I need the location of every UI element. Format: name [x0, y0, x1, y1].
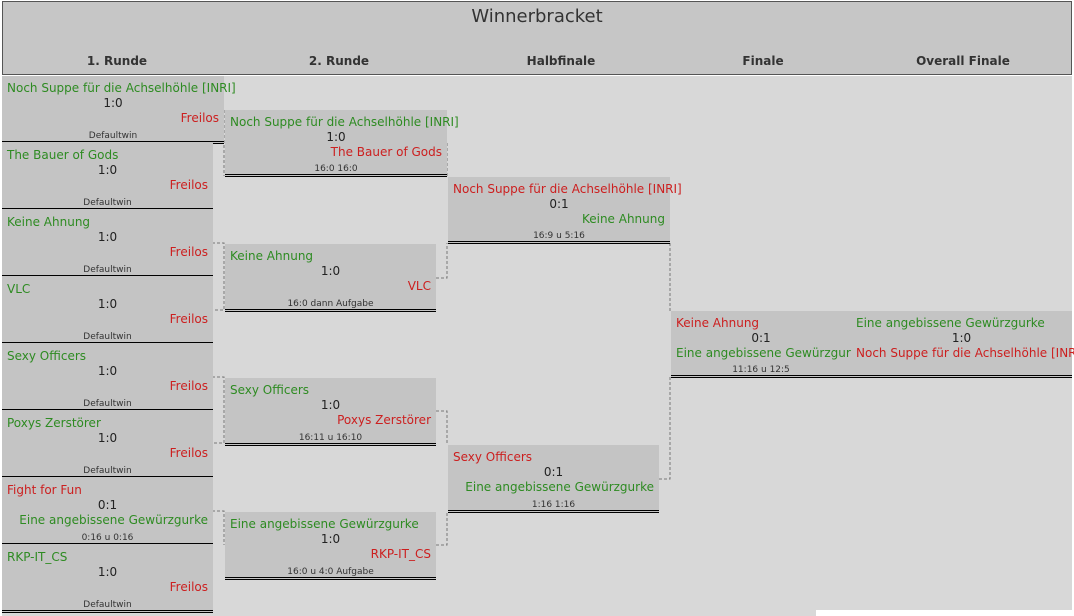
match-team1: RKP-IT_CS	[7, 550, 68, 564]
match-score: 0:1	[543, 465, 564, 479]
match-r1-6: Poxys Zerstörer 1:0 Freilos Defaultwin	[2, 411, 213, 479]
match-team2: Eine angebissene Gewürzgurke	[19, 513, 208, 527]
match-note: 16:0 u 4:0 Aufgabe	[287, 567, 374, 577]
match-note: 11:16 u 12:5	[732, 365, 790, 375]
match-note: Defaultwin	[83, 466, 132, 476]
match-r1-5: Sexy Officers 1:0 Freilos Defaultwin	[2, 344, 213, 412]
match-score: 1:0	[97, 230, 118, 244]
match-note: 0:16 u 0:16	[81, 533, 134, 543]
match-r1-7: Fight for Fun 0:1 Eine angebissene Gewür…	[2, 478, 213, 546]
round-label-overall-final: Overall Finale	[916, 54, 1010, 68]
match-team1: Noch Suppe für die Achselhöhle [INRI]	[453, 182, 682, 196]
match-note: Defaultwin	[83, 332, 132, 342]
match-team2: Freilos	[169, 446, 208, 460]
match-score: 1:0	[951, 331, 972, 345]
match-r2-2: Keine Ahnung 1:0 VLC 16:0 dann Aufgabe	[225, 244, 436, 312]
match-note: 16:0 dann Aufgabe	[287, 299, 374, 309]
bracket-title: Winnerbracket	[471, 6, 603, 27]
match-r1-2: The Bauer of Gods 1:0 Freilos Defaultwin	[2, 143, 213, 211]
match-score: 1:0	[97, 163, 118, 177]
match-semifinal-1: Noch Suppe für die Achselhöhle [INRI] 0:…	[448, 177, 682, 244]
match-team2: VLC	[407, 279, 431, 293]
match-team1: The Bauer of Gods	[7, 148, 119, 162]
match-team1: Keine Ahnung	[230, 249, 314, 263]
match-team1: Sexy Officers	[7, 349, 87, 363]
match-team1: Poxys Zerstörer	[7, 416, 101, 430]
match-r1-8: RKP-IT_CS 1:0 Freilos Defaultwin	[2, 545, 213, 613]
bracket-header: Winnerbracket 1. Runde 2. Runde Halbfina…	[2, 1, 1072, 75]
match-score: 1:0	[320, 532, 341, 546]
match-team2: Poxys Zerstörer	[337, 413, 431, 427]
match-team1: Fight for Fun	[7, 483, 82, 497]
round-label-semifinal: Halbfinale	[526, 54, 596, 68]
match-note: 1:16 1:16	[531, 500, 576, 510]
match-semifinal-2: Sexy Officers 0:1 Eine angebissene Gewür…	[448, 445, 659, 513]
bracket-area-bottom	[2, 610, 816, 616]
match-r1-1: Noch Suppe für die Achselhöhle [INRI] 1:…	[2, 76, 236, 144]
match-note: Defaultwin	[83, 600, 132, 610]
match-score: 1:0	[320, 398, 341, 412]
match-team2: Freilos	[169, 312, 208, 326]
match-r1-4: VLC 1:0 Freilos Defaultwin	[2, 277, 213, 345]
match-team1: Noch Suppe für die Achselhöhle [INRI]	[230, 115, 459, 129]
match-note: Defaultwin	[88, 131, 138, 141]
round-label-2: 2. Runde	[308, 54, 370, 68]
match-score: 1:0	[97, 297, 118, 311]
match-team2: Freilos	[169, 178, 208, 192]
match-team2: Freilos	[180, 111, 219, 125]
match-note: Defaultwin	[83, 399, 132, 409]
match-score: 1:0	[103, 96, 123, 110]
match-score: 1:0	[97, 565, 118, 579]
match-r2-1: Noch Suppe für die Achselhöhle [INRI] 1:…	[225, 110, 459, 177]
match-score: 0:1	[549, 197, 569, 211]
round-label-final: Finale	[742, 54, 784, 68]
match-team1: Eine angebissene Gewürzgurke	[230, 517, 419, 531]
match-r2-4: Eine angebissene Gewürzgurke 1:0 RKP-IT_…	[225, 512, 436, 580]
match-overall-final: Eine angebissene Gewürzgurke 1:0 Noch Su…	[851, 311, 1074, 378]
match-score: 1:0	[326, 130, 346, 144]
match-score: 1:0	[320, 264, 341, 278]
match-team1: Sexy Officers	[453, 450, 533, 464]
match-r1-3: Keine Ahnung 1:0 Freilos Defaultwin	[2, 210, 213, 278]
match-note: Defaultwin	[83, 265, 132, 275]
match-team2: Freilos	[169, 379, 208, 393]
match-score: 0:1	[751, 331, 771, 345]
match-note: 16:11 u 16:10	[298, 433, 363, 443]
match-note: Defaultwin	[83, 198, 132, 208]
match-team2: Eine angebissene Gewürzgurke	[465, 480, 654, 494]
match-note: 16:0 16:0	[314, 164, 358, 174]
match-team2: RKP-IT_CS	[370, 547, 431, 561]
match-team1: VLC	[7, 282, 31, 296]
match-team2: Noch Suppe für die Achselhöhle [INRI]	[856, 346, 1074, 360]
match-team1: Keine Ahnung	[7, 215, 91, 229]
match-score: 1:0	[97, 364, 118, 378]
match-final: Keine Ahnung 0:1 Eine angebissene Gewürz…	[671, 311, 865, 378]
match-team1: Sexy Officers	[230, 383, 310, 397]
match-r2-3: Sexy Officers 1:0 Poxys Zerstörer 16:11 …	[225, 378, 436, 446]
match-team2: Keine Ahnung	[581, 212, 665, 226]
match-team1: Noch Suppe für die Achselhöhle [INRI]	[7, 81, 236, 95]
match-note: 16:9 u 5:16	[533, 231, 585, 241]
match-team2: Freilos	[169, 580, 208, 594]
round-label-1: 1. Runde	[86, 54, 148, 68]
match-team1: Keine Ahnung	[676, 316, 760, 330]
match-team2: Eine angebissene Gewürzgurke	[676, 346, 865, 360]
match-score: 1:0	[97, 431, 118, 445]
match-team2: Freilos	[169, 245, 208, 259]
match-team2: The Bauer of Gods	[330, 145, 442, 159]
match-team1: Eine angebissene Gewürzgurke	[856, 316, 1045, 330]
match-score: 0:1	[97, 498, 118, 512]
